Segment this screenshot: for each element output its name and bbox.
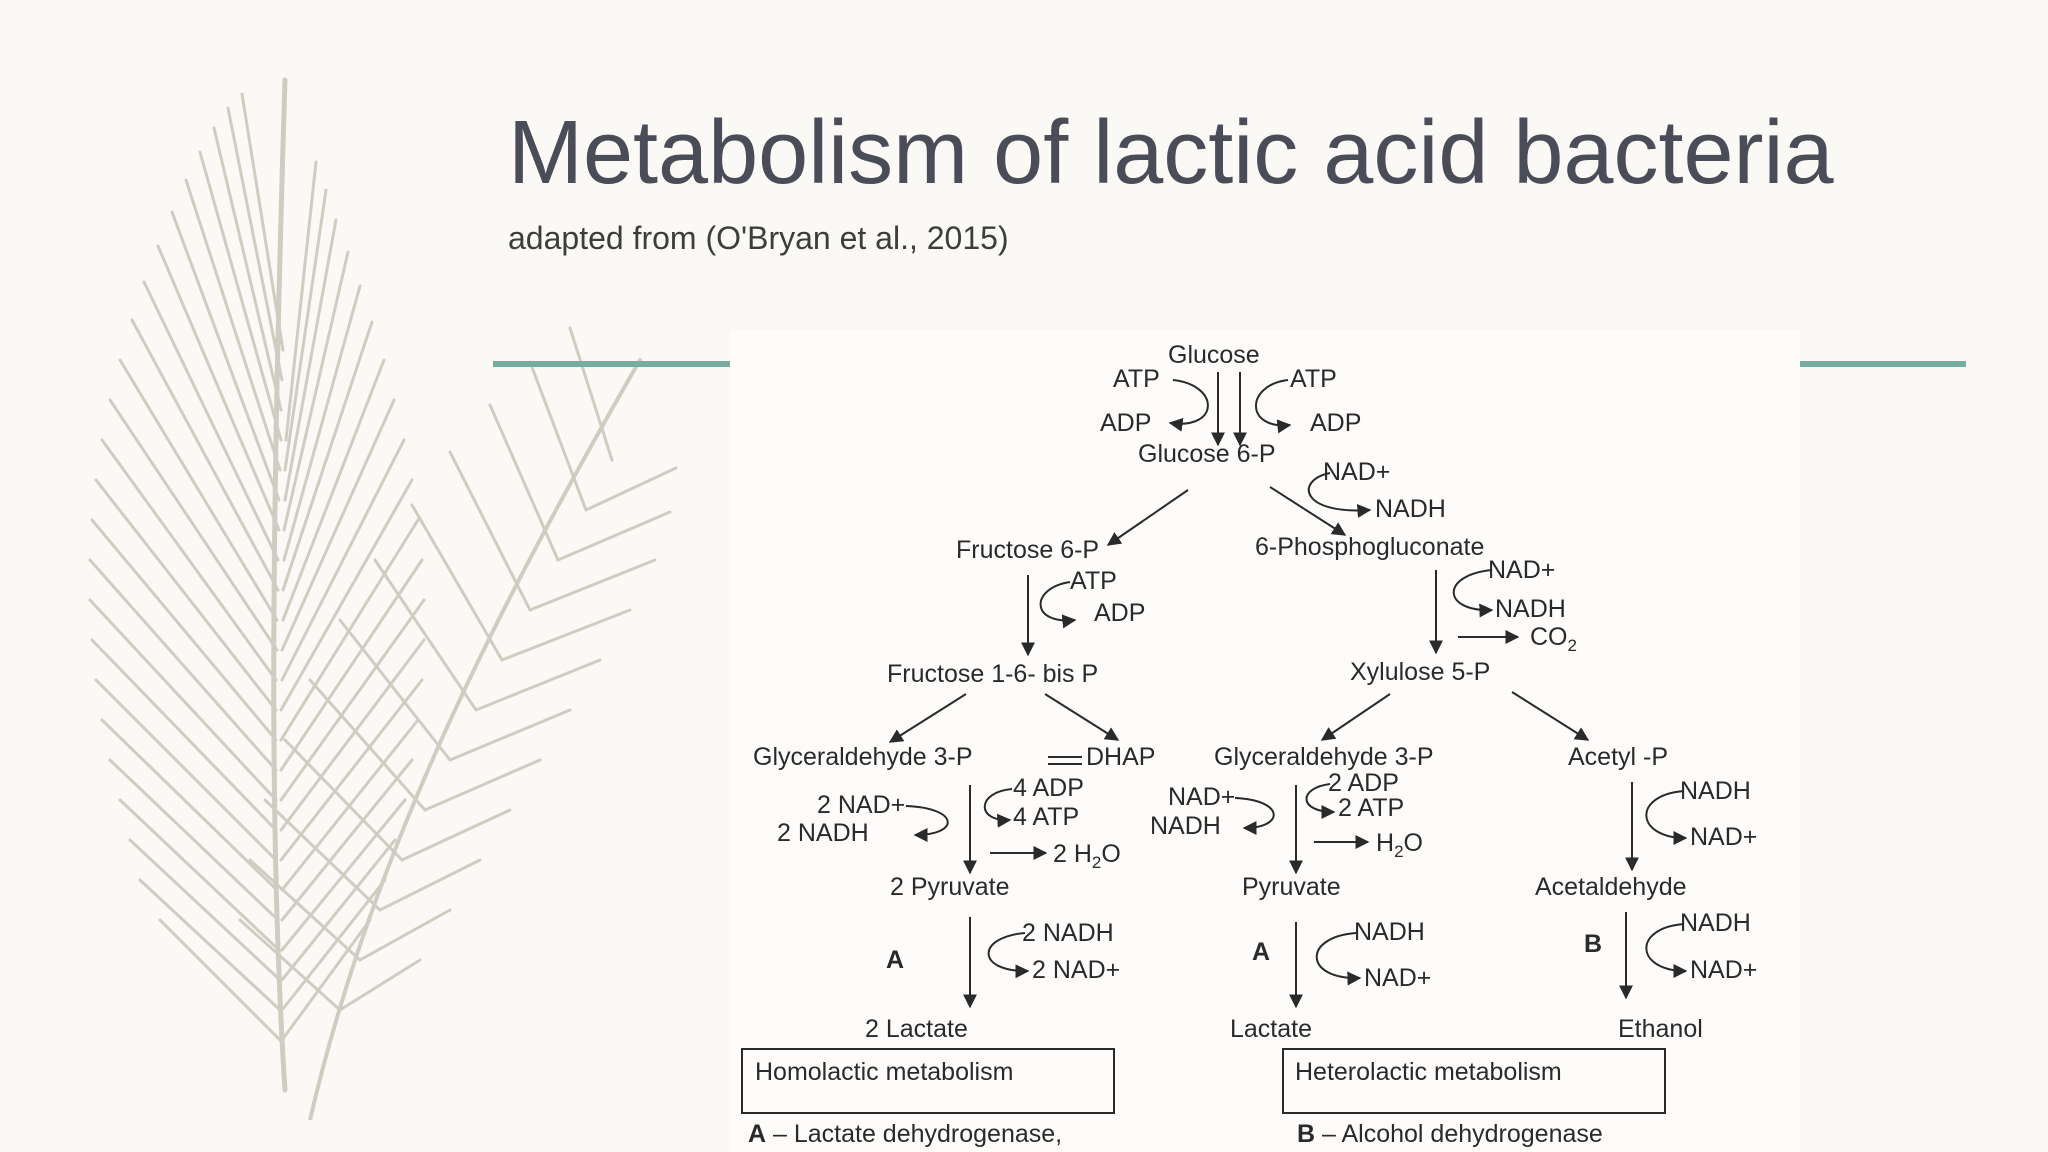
xylulose-5p-label: Xylulose 5-P xyxy=(1350,658,1490,686)
homo-adp-label: 4 ADP xyxy=(1013,774,1084,802)
het-h2o-label: H2O xyxy=(1376,829,1423,861)
arrow-to-dhap xyxy=(1044,693,1120,741)
gly3p-left-label: Glyceraldehyde 3-P xyxy=(753,743,973,771)
curve-het-nad xyxy=(1234,797,1275,835)
adp-left-label: ADP xyxy=(1100,409,1151,437)
het-lac-nad-label: NAD+ xyxy=(1364,964,1431,992)
curve-acetyl-nadh xyxy=(1645,790,1688,845)
curve-atp-right xyxy=(1255,379,1292,434)
arrow-to-fructose6p xyxy=(1106,489,1189,546)
curve-homo-lac xyxy=(987,932,1030,979)
curve-nad-top xyxy=(1307,472,1372,518)
curve-homo-nad xyxy=(905,805,949,842)
nad-pg-label: NAD+ xyxy=(1488,556,1555,584)
dhap-label: DHAP xyxy=(1086,743,1155,771)
nadh-pg-label: NADH xyxy=(1495,595,1566,623)
arrow-to-acetyl-p xyxy=(1511,691,1590,741)
co2-label: CO2 xyxy=(1530,623,1577,655)
het-nad-label: NAD+ xyxy=(1168,783,1235,811)
homolactic-label: Homolactic metabolism xyxy=(755,1058,1013,1086)
enzyme-a-label-2: A xyxy=(1252,938,1270,966)
curve-nad-pg xyxy=(1452,569,1494,618)
eth-nad-label: NAD+ xyxy=(1690,956,1757,984)
enzyme-a-label-1: A xyxy=(886,946,904,974)
het-nadh-label: NADH xyxy=(1150,812,1221,840)
enzyme-b-label: B xyxy=(1584,930,1602,958)
homo-lac-nad-label: 2 NAD+ xyxy=(1032,956,1120,984)
accent-rule-left xyxy=(493,361,733,367)
heterolactic-label: Heterolactic metabolism xyxy=(1295,1058,1562,1086)
slide-subtitle: adapted from (O'Bryan et al., 2015) xyxy=(508,220,1009,256)
atp-left-label: ATP xyxy=(1113,365,1160,393)
glucose-6p-label: Glucose 6-P xyxy=(1138,440,1276,468)
het-atp-label: 2 ATP xyxy=(1338,794,1404,822)
homolactic-box xyxy=(741,1048,1115,1114)
metabolic-pathway-diagram: Glucose ATP ADP ATP ADP Glucose 6-P NAD+… xyxy=(741,341,1757,1148)
acetyl-p-label: Acetyl -P xyxy=(1568,743,1668,771)
curve-het-lac xyxy=(1315,932,1362,986)
arrow-to-gly3p-right xyxy=(1320,693,1391,741)
atp-fructose-label: ATP xyxy=(1070,567,1117,595)
curve-het-adp xyxy=(1305,783,1336,819)
acetaldehyde-label: Acetaldehyde xyxy=(1535,873,1687,901)
het-lac-nadh-label: NADH xyxy=(1354,918,1425,946)
fructose-bisp-label: Fructose 1-6- bis P xyxy=(887,660,1098,688)
gly3p-right-label: Glyceraldehyde 3-P xyxy=(1214,743,1434,771)
lactate-2-label: 2 Lactate xyxy=(865,1015,968,1043)
diagram-background xyxy=(730,330,1800,1152)
glucose-label: Glucose xyxy=(1168,341,1260,369)
homo-lac-nadh-label: 2 NADH xyxy=(1022,919,1114,947)
eth-nadh-label: NADH xyxy=(1680,909,1751,937)
adp-fructose-label: ADP xyxy=(1094,599,1145,627)
nadh-top-label: NADH xyxy=(1375,495,1446,523)
heterolactic-box xyxy=(1282,1048,1666,1114)
arrow-to-phosphogluconate xyxy=(1269,486,1347,536)
lactate-label: Lactate xyxy=(1230,1015,1312,1043)
legend-a: A – Lactate dehydrogenase, xyxy=(748,1120,1062,1148)
legend-b: B – Alcohol dehydrogenase xyxy=(1297,1120,1603,1148)
adp-right-label: ADP xyxy=(1310,409,1361,437)
acetyl-nadh-label: NADH xyxy=(1680,777,1751,805)
atp-right-label: ATP xyxy=(1290,365,1337,393)
phosphogluconate-label: 6-Phosphogluconate xyxy=(1255,533,1484,561)
curve-atp-fructose xyxy=(1039,581,1077,629)
het-adp-label: 2 ADP xyxy=(1328,769,1399,797)
curve-atp-left xyxy=(1168,379,1209,432)
pyruvate-2-label: 2 Pyruvate xyxy=(890,873,1010,901)
accent-rule-right xyxy=(1798,361,1966,367)
feather-illustration xyxy=(88,77,678,1120)
fructose-6p-label: Fructose 6-P xyxy=(956,536,1099,564)
ethanol-label: Ethanol xyxy=(1618,1015,1703,1043)
curve-homo-adp xyxy=(983,788,1013,828)
pyruvate-label: Pyruvate xyxy=(1242,873,1341,901)
nad-top-label: NAD+ xyxy=(1323,458,1390,486)
homo-h2o-label: 2 H2O xyxy=(1053,840,1121,872)
acetyl-nad-label: NAD+ xyxy=(1690,823,1757,851)
homo-atp-label: 4 ATP xyxy=(1013,803,1079,831)
homo-nadh-label: 2 NADH xyxy=(777,819,869,847)
arrow-to-gly3p-left xyxy=(888,693,967,743)
slide-title: Metabolism of lactic acid bacteria xyxy=(508,103,1834,203)
homo-nad-label: 2 NAD+ xyxy=(817,791,905,819)
curve-eth-nadh xyxy=(1645,923,1688,978)
